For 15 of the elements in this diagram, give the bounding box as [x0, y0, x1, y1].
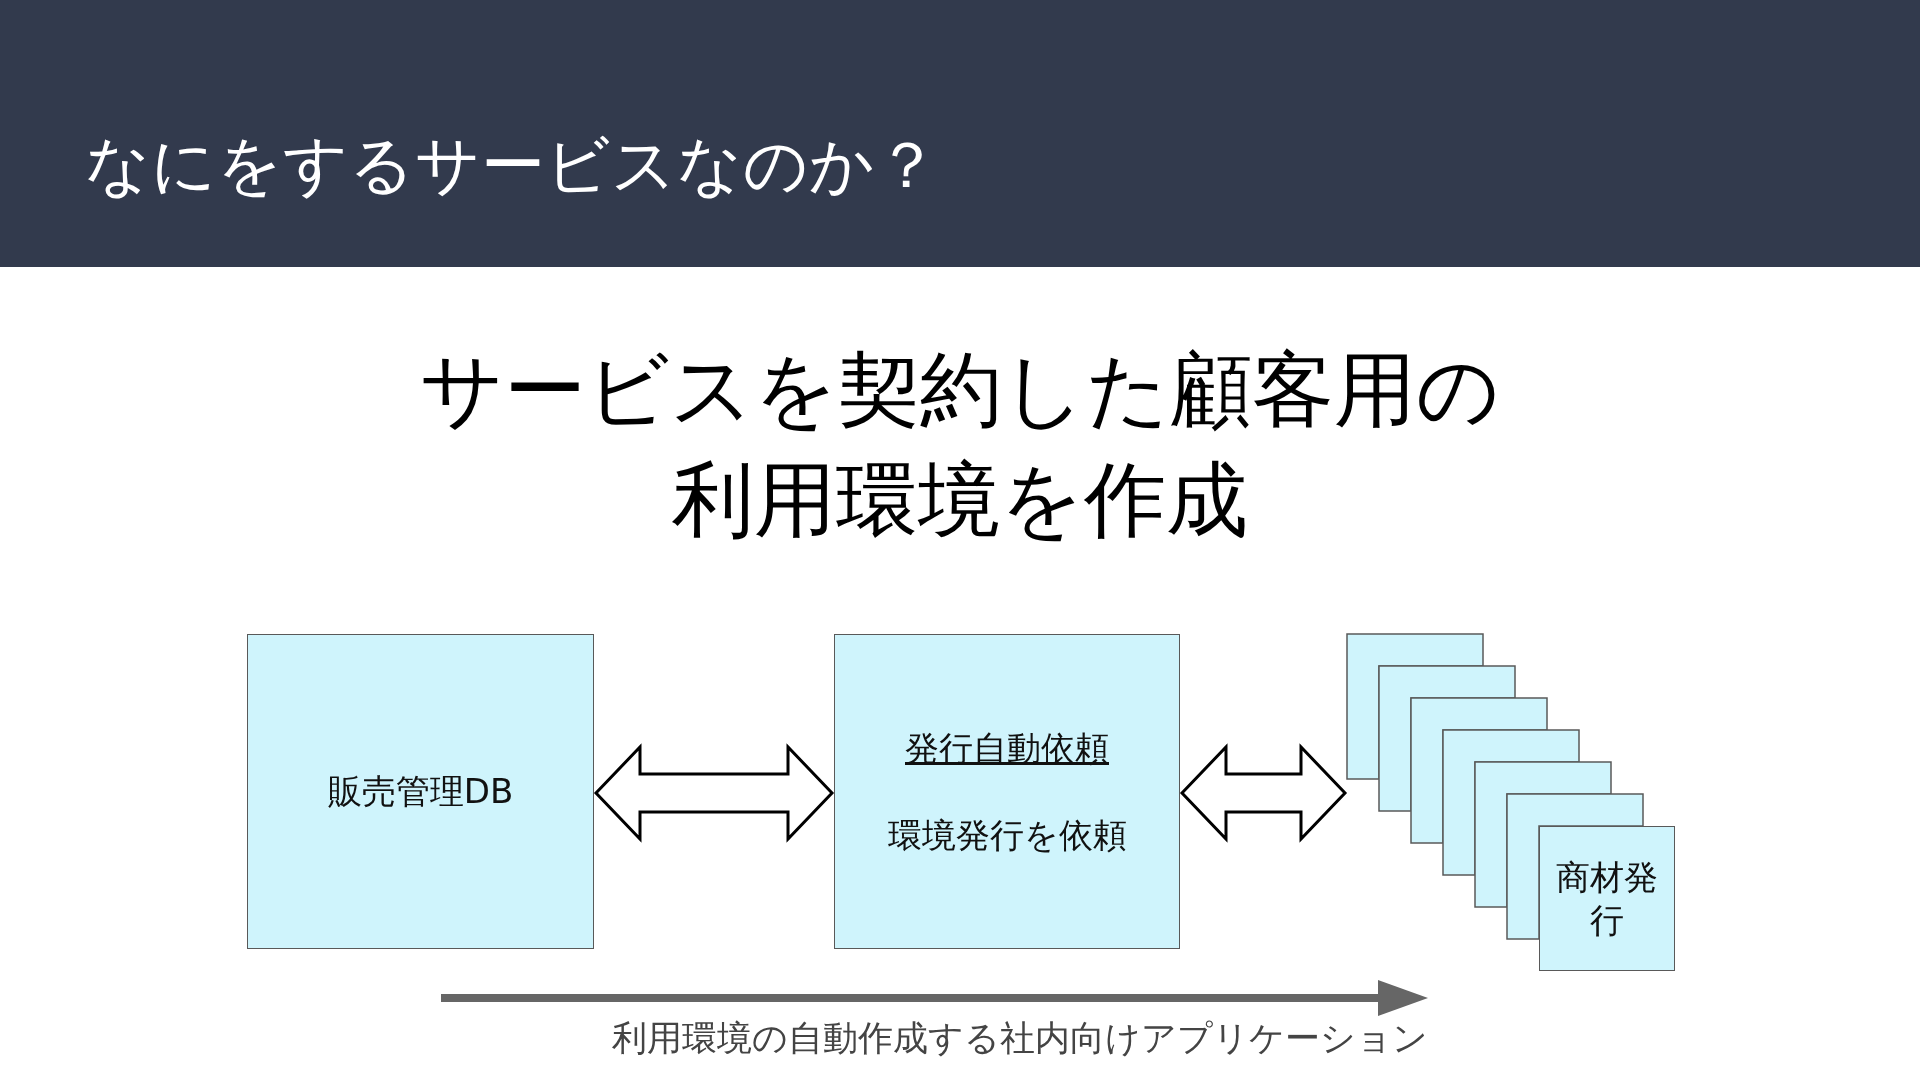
double-arrow: [1179, 743, 1348, 843]
double-arrow: [593, 743, 835, 843]
process-box: [1539, 826, 1675, 971]
box-text: 環境発行を依頼: [887, 813, 1127, 856]
subtitle: サービスを契約した顧客用の利用環境を作成: [419, 341, 1501, 549]
box-text: 販売管理DB: [327, 770, 514, 813]
stacked-card: [1346, 633, 1484, 780]
arrow-caption: 利用環境の自動作成する社内向けアプリケーション: [611, 1017, 1429, 1060]
process-box: [247, 634, 594, 949]
box-text: 商材発行: [1555, 856, 1659, 941]
box-heading: 発行自動依頼: [905, 727, 1109, 770]
process-box: [834, 634, 1180, 949]
stacked-card: [1378, 665, 1516, 812]
stacked-card: [1410, 697, 1548, 844]
slide-title: なにをするサービスなのか？: [85, 127, 939, 204]
